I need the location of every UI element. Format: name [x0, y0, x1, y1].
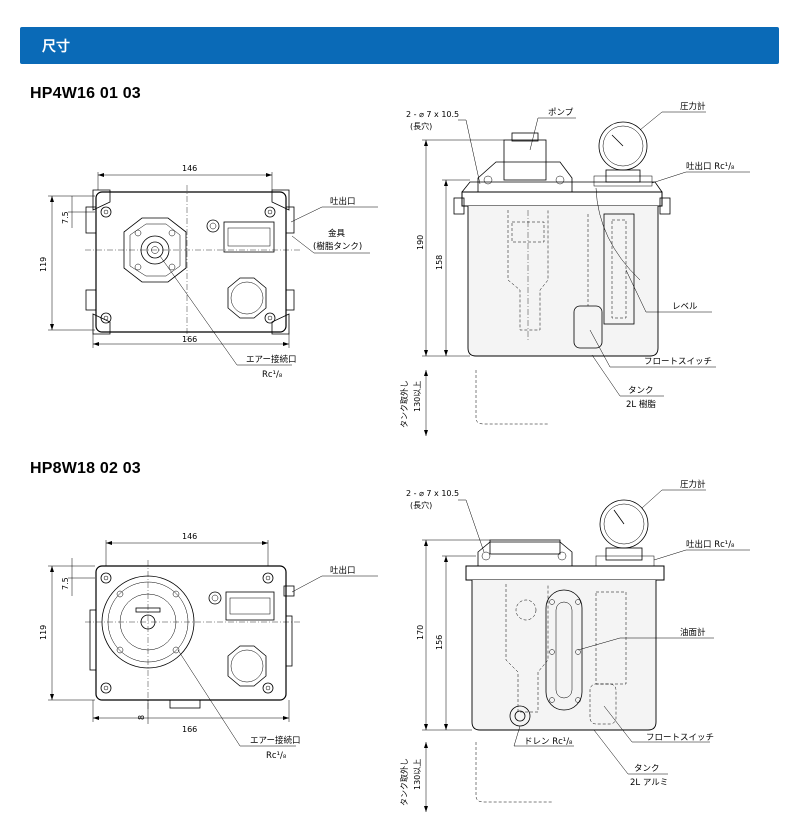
- elev1-label-tank: タンク: [628, 386, 654, 396]
- plan2-dim-width: 146: [182, 532, 197, 541]
- model-title-2: HP8W18 02 03: [30, 460, 141, 477]
- section-title: 尺寸: [42, 39, 70, 55]
- elev2-label-tank-sub: 2L アルミ: [630, 778, 668, 788]
- plan2-label-outlet: 吐出口: [330, 565, 356, 576]
- elev1-dim-hole-sub: (長穴): [410, 121, 432, 131]
- elev1-label-float: フロートスイッチ: [644, 357, 712, 367]
- plan1-dim-height: 119: [39, 257, 48, 272]
- elev2-dim-removal-sub: 130以上: [413, 759, 422, 790]
- elev1-label-pump: ポンプ: [548, 108, 574, 118]
- elev1-label-gauge: 圧力計: [680, 101, 706, 112]
- elev2-dim-total: 170: [416, 625, 425, 640]
- elev2-label-outlet: 吐出口 Rc¹/₈: [686, 539, 735, 550]
- elev2-label-tank: タンク: [634, 764, 660, 774]
- elev1-dim-tank: 158: [435, 255, 444, 270]
- elev2-label-gauge: 圧力計: [680, 479, 706, 490]
- plan-view-1: [48, 172, 378, 366]
- elev2-label-float: フロートスイッチ: [646, 733, 714, 743]
- plan1-dim-overall: 166: [182, 335, 197, 344]
- section-header: 尺寸: [20, 27, 779, 64]
- elev2-dim-hole: 2 - ⌀ 7 x 10.5: [406, 489, 459, 498]
- elevation-view-1: [422, 111, 750, 436]
- plan2-label-air: エアー接続口: [250, 735, 301, 746]
- plan1-label-air-thread: Rc¹/₈: [262, 370, 283, 380]
- plan2-label-air-thread: Rc¹/₈: [266, 751, 287, 761]
- plan1-label-bracket: 金具: [328, 228, 346, 239]
- elev1-dim-removal: タンク取外し: [399, 380, 409, 428]
- elev1-label-tank-sub: 2L 樹脂: [626, 399, 656, 410]
- elev2-label-drain: ドレン Rc¹/₈: [524, 737, 573, 747]
- elev2-label-oil-gauge: 油面計: [680, 627, 706, 638]
- elev2-dim-hole-sub: (長穴): [410, 500, 432, 510]
- plan1-label-bracket-sub: (樹脂タンク): [313, 241, 362, 252]
- plan1-dim-width: 146: [182, 164, 197, 173]
- elev1-dim-total: 190: [416, 235, 425, 250]
- plan2-dim-offset: 7.5: [61, 577, 70, 590]
- elev1-dim-hole: 2 - ⌀ 7 x 10.5: [406, 110, 459, 119]
- plan2-dim-overall: 166: [182, 725, 197, 734]
- elev1-label-level: レベル: [672, 302, 698, 312]
- elevation-view-2: [422, 489, 750, 812]
- plan2-dim-bottom: 8: [137, 715, 146, 720]
- model-title-1: HP4W16 01 03: [30, 85, 141, 102]
- plan1-label-air: エアー接続口: [246, 354, 297, 365]
- elev2-dim-tank: 156: [435, 635, 444, 650]
- elev1-label-outlet: 吐出口 Rc¹/₈: [686, 161, 735, 172]
- plan2-dim-height: 119: [39, 625, 48, 640]
- plan-view-2: [48, 540, 378, 747]
- elev2-dim-removal: タンク取外し: [399, 758, 409, 806]
- plan1-dim-offset: 7.5: [61, 211, 70, 224]
- elev1-dim-removal-sub: 130以上: [413, 381, 422, 412]
- plan1-label-outlet: 吐出口: [330, 196, 356, 207]
